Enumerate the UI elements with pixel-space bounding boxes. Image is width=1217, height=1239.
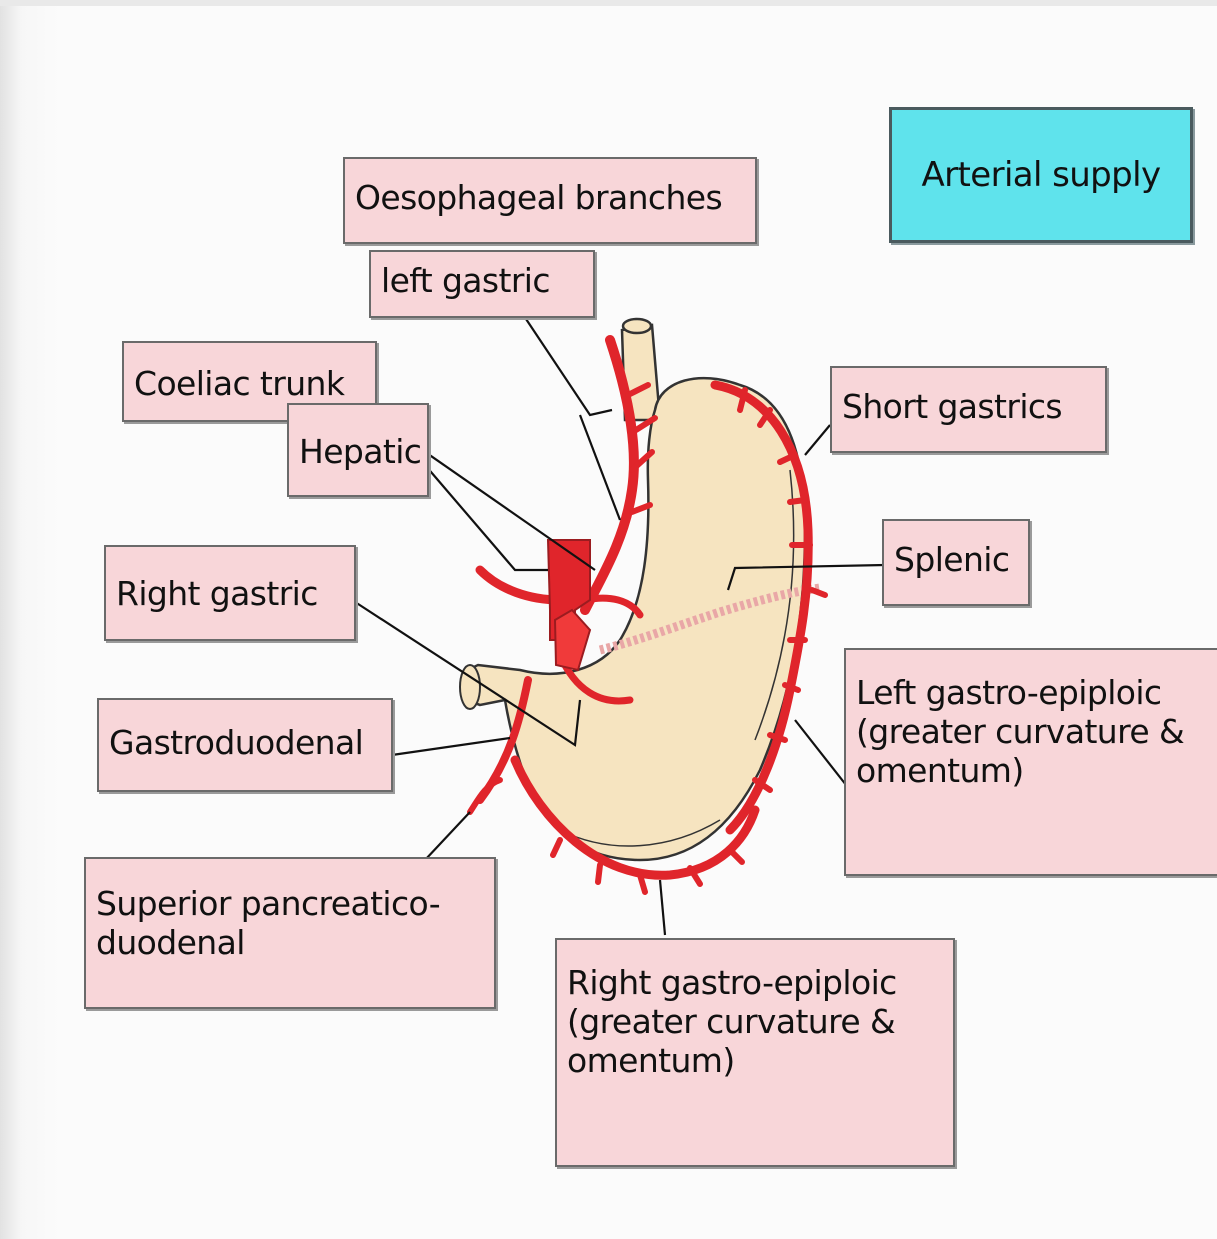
label-right-gastric: Right gastric: [104, 545, 356, 641]
coeliac-trunk-vessel: [548, 540, 590, 670]
label-short-gastrics: Short gastrics: [830, 366, 1107, 453]
label-superior-pancreaticoduodenal: Superior pancreatico- duodenal: [84, 857, 496, 1009]
label-splenic: Splenic: [882, 519, 1030, 606]
label-left-gastro-epiploic: Left gastro-epiploic (greater curvature …: [844, 648, 1217, 876]
label-right-gastro-epiploic: Right gastro-epiploic (greater curvature…: [555, 938, 955, 1167]
label-left-gastric: left gastric: [369, 250, 595, 318]
label-oesophageal-branches: Oesophageal branches: [343, 157, 757, 244]
label-gastroduodenal: Gastroduodenal: [97, 698, 393, 792]
diagram-title: Arterial supply: [889, 107, 1193, 243]
label-hepatic: Hepatic: [287, 403, 429, 497]
